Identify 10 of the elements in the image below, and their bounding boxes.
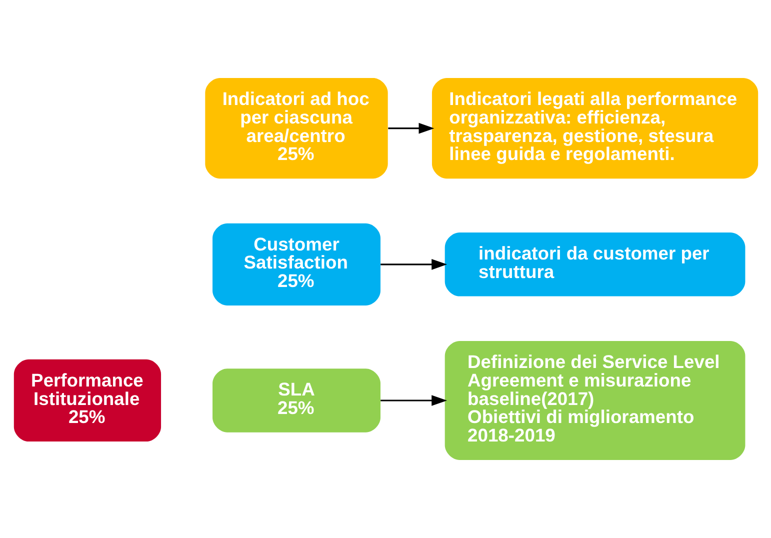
node-box: Indicatori legati alla performance organizzativa: efficienza, trasparenza, gestione, stesura linee guida e regolamenti. xyxy=(431,78,758,179)
node-box: Definizione dei Service Level Agreement e misurazione baseline(2017) Obiettivi di miglioramento 2018-2019 xyxy=(444,341,745,460)
node-box: indicatori da customer per struttura xyxy=(444,232,745,296)
node-box: SLA 25% xyxy=(212,368,380,432)
node-box: Customer Satisfaction 25% xyxy=(212,223,380,306)
node-box: Indicatori ad hoc per ciascuna area/centro 25% xyxy=(204,78,388,179)
arrow xyxy=(388,122,434,134)
arrow xyxy=(380,258,447,270)
arrow xyxy=(380,395,447,406)
node-box: Performance Istituzionale 25% xyxy=(13,359,161,442)
